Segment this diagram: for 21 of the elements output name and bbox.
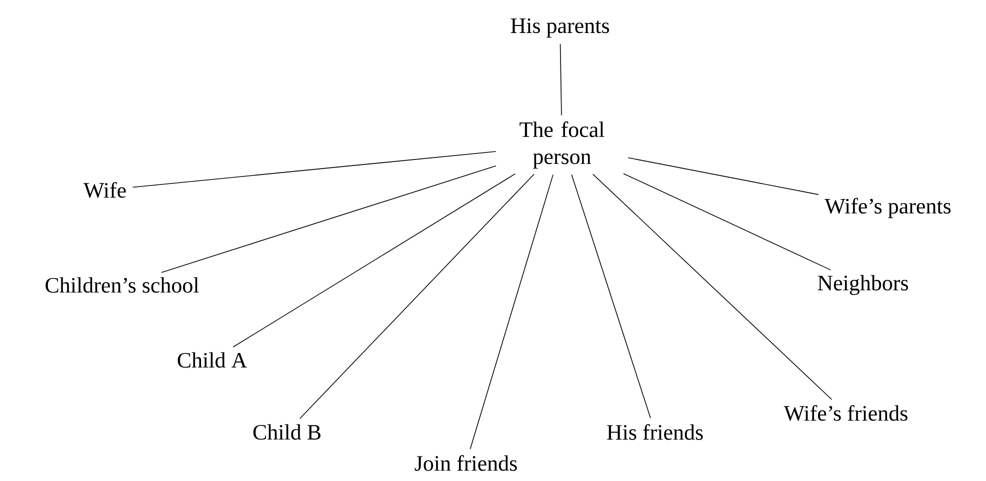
person-label: The focal person bbox=[520, 121, 604, 169]
connector-line bbox=[571, 174, 651, 418]
connector-line bbox=[560, 43, 562, 116]
connector-line bbox=[592, 174, 832, 400]
connector-line bbox=[132, 151, 496, 188]
person-label: Wife bbox=[83, 182, 126, 198]
connector-line bbox=[232, 173, 516, 348]
person-label: Join friends bbox=[414, 455, 517, 471]
person-label: Wife’s parents bbox=[824, 198, 951, 218]
person-label: Children’s school bbox=[46, 277, 199, 293]
person-label: Child A bbox=[178, 352, 247, 368]
connector-line bbox=[623, 173, 832, 270]
connector-line bbox=[299, 174, 534, 419]
person-label: His parents bbox=[510, 18, 609, 38]
person-label: His friends bbox=[607, 424, 703, 440]
person-label: Neighbors bbox=[818, 275, 908, 295]
person-label: Wife’s friends bbox=[784, 405, 908, 421]
connector-line bbox=[470, 174, 554, 450]
connector-line bbox=[161, 166, 496, 273]
person-label: Child B bbox=[253, 424, 320, 440]
connector-line bbox=[628, 157, 819, 195]
